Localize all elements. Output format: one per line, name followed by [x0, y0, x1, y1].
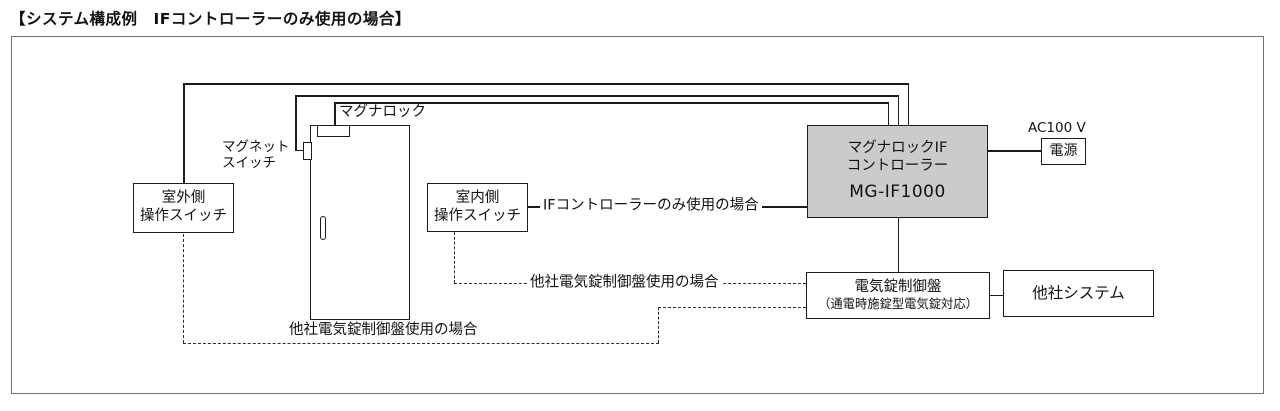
power-voltage-label: AC100 V: [1028, 120, 1086, 136]
power-box: 電源: [1041, 138, 1086, 165]
if-controller-model: MG-IF1000: [849, 182, 946, 203]
wire-maglock-down: [887, 102, 890, 126]
wire-magnet-up: [295, 95, 297, 151]
wire-if-to-power: [988, 150, 1041, 152]
wire-if-to-panel: [897, 217, 900, 272]
indoor-switch-line2: 操作スイッチ: [434, 207, 521, 224]
maglock-label: マグナロック: [339, 104, 426, 120]
wire-magnet-down: [897, 95, 900, 126]
outdoor-switch-box: 室外側 操作スイッチ: [133, 183, 234, 233]
magnet-switch-unit: [303, 142, 312, 160]
outdoor-switch-line2: 操作スイッチ: [140, 208, 227, 224]
other-system-box: 他社システム: [1003, 270, 1154, 317]
dashed-outdoor-riser: [657, 307, 659, 343]
door-handle: [320, 216, 326, 240]
wire-magnet-top: [295, 95, 899, 97]
if-controller-line2: コントローラー: [846, 157, 949, 174]
if-controller-box: マグナロックIF コントローラー MG-IF1000: [807, 125, 988, 218]
diagram-title: 【システム構成例 IFコントローラーのみ使用の場合】: [10, 10, 411, 28]
if-controller-line1: マグナロックIF: [847, 139, 948, 156]
maglock-unit: [317, 125, 350, 137]
magnet-switch-label: マグネット スイッチ: [222, 139, 290, 171]
wire-outdoor-up: [183, 83, 185, 183]
indoor-switch-box: 室内側 操作スイッチ: [427, 183, 528, 232]
dashed-indoor-down: [453, 232, 455, 283]
dashed-outdoor-bottom: [183, 343, 659, 344]
magnet-switch-label-line2: スイッチ: [222, 155, 276, 172]
outdoor-switch-line1: 室外側: [161, 190, 206, 207]
power-label: 電源: [1049, 142, 1078, 159]
other-panel-case-outdoor-label: 他社電気錠制御盤使用の場合: [289, 322, 478, 338]
lock-panel-line1: 電気錠制御盤: [854, 279, 942, 296]
wire-magnet-stub: [295, 149, 304, 152]
wire-maglock-up: [334, 102, 336, 126]
lock-panel-line2: （通電時施錠型電気錠対応）: [818, 296, 978, 311]
wire-panel-to-othersystem: [989, 294, 1004, 297]
other-panel-case-indoor-label: 他社電気錠制御盤使用の場合: [527, 274, 722, 292]
lock-panel-box: 電気錠制御盤 （通電時施錠型電気錠対応）: [806, 272, 990, 319]
wire-outdoor-top: [183, 83, 909, 85]
indoor-switch-line1: 室内側: [455, 189, 500, 206]
dashed-outdoor-down: [182, 234, 184, 343]
wire-maglock-top: [334, 102, 889, 104]
other-system-label: 他社システム: [1032, 284, 1125, 303]
door: [310, 125, 410, 320]
wire-outdoor-down: [907, 83, 910, 126]
magnet-switch-label-line1: マグネット: [222, 139, 290, 155]
dashed-outdoor-to-panel: [658, 307, 806, 308]
if-only-case-label: IFコントローラーのみ使用の場合: [540, 197, 762, 215]
